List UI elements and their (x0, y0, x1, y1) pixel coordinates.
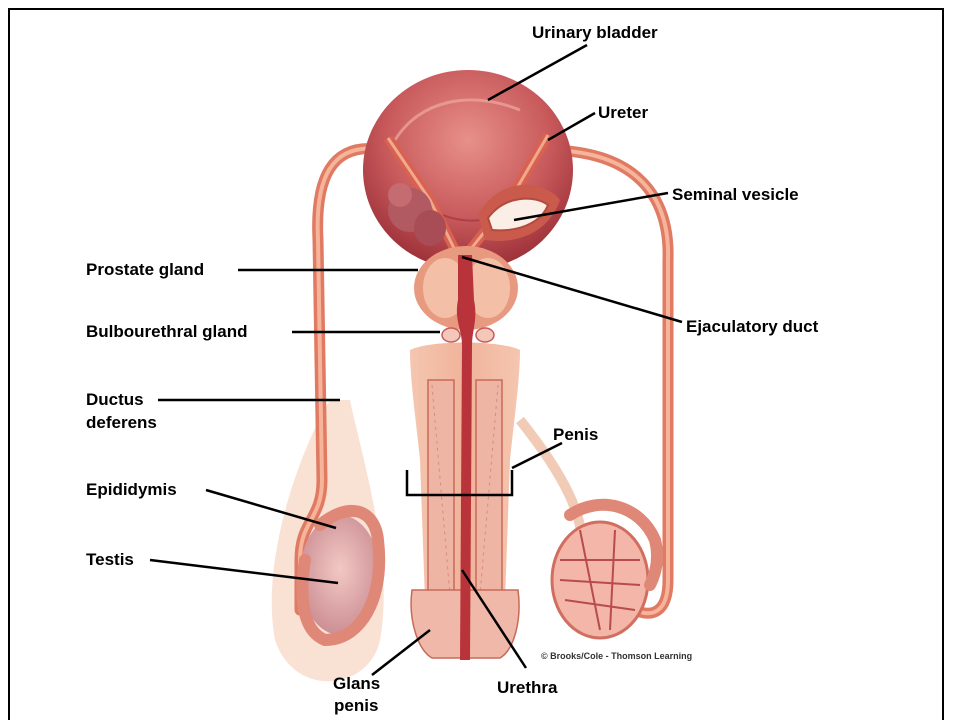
label-bulbourethral-gland: Bulbourethral gland (86, 321, 248, 343)
label-urinary-bladder: Urinary bladder (532, 22, 658, 44)
label-epididymis: Epididymis (86, 479, 177, 501)
label-ejaculatory-duct: Ejaculatory duct (686, 316, 818, 338)
copyright-credit: © Brooks/Cole - Thomson Learning (541, 651, 692, 661)
label-glans-penis-line1: Glans (333, 673, 380, 695)
label-prostate-gland: Prostate gland (86, 259, 204, 281)
label-ductus-deferens-line1: Ductus (86, 389, 144, 411)
leader-glans-penis (372, 630, 430, 675)
label-seminal-vesicle: Seminal vesicle (672, 184, 799, 206)
label-ductus-deferens-line2: deferens (86, 412, 157, 434)
label-penis: Penis (553, 424, 598, 446)
label-glans-penis-line2: penis (334, 695, 378, 717)
leader-urinary-bladder (488, 45, 587, 100)
label-urethra: Urethra (497, 677, 557, 699)
label-ureter: Ureter (598, 102, 648, 124)
label-testis: Testis (86, 549, 134, 571)
testis-cross-section (552, 505, 657, 638)
